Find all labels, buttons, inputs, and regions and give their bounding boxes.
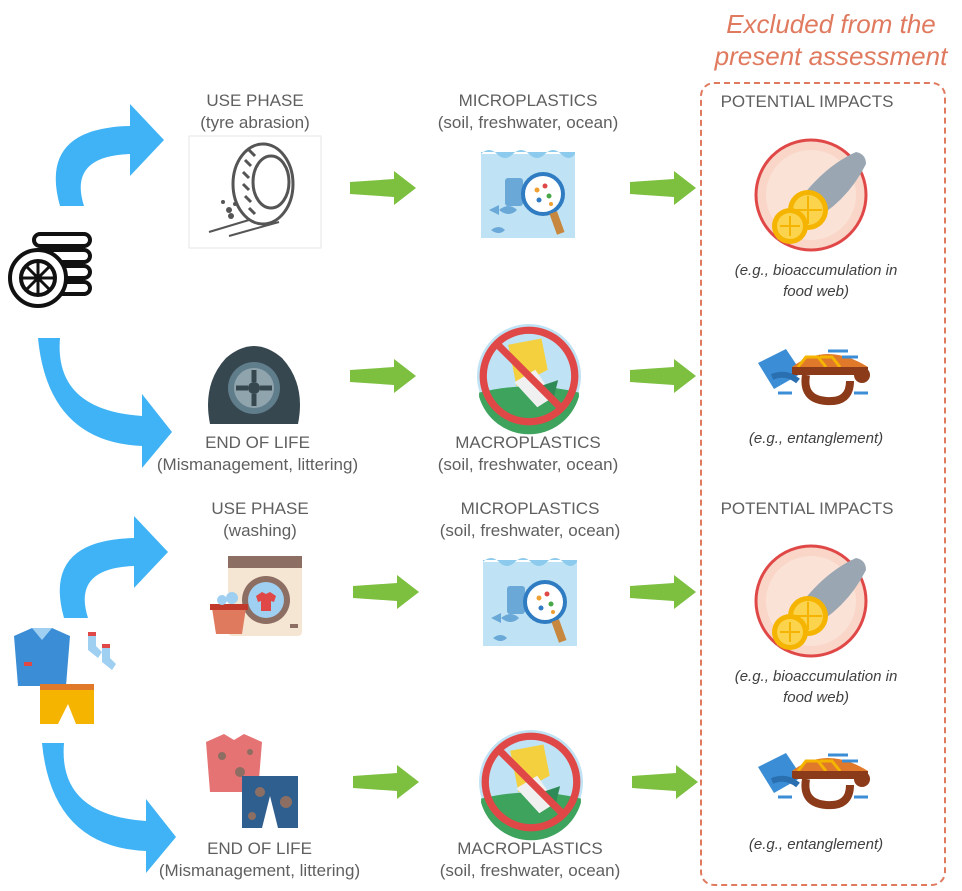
textile-bioaccumulation-line-2: food web) xyxy=(783,689,849,706)
textile-end-of-life-subtitle: (Mismanagement, littering) xyxy=(158,861,361,880)
textile-bioaccumulation-note: (e.g., bioaccumulation in food web) xyxy=(706,666,926,708)
tyre-micro-title: MICROPLASTICS xyxy=(458,91,598,110)
textile-use-phase-title: USE PHASE xyxy=(211,499,309,518)
tyre-end-of-life-title: END OF LIFE xyxy=(205,433,310,452)
dirty-clothes-icon xyxy=(206,734,298,828)
tyre-end-of-life-label: END OF LIFE (Mismanagement, littering) xyxy=(135,432,380,476)
tyre-arrow-eol-to-macro xyxy=(350,359,416,393)
tyre-use-phase-title: USE PHASE xyxy=(206,91,304,110)
blue-arrow-up-textiles xyxy=(59,516,168,618)
textile-use-phase-subtitle: (washing) xyxy=(223,521,297,540)
tyre-macroplastics-icon xyxy=(477,324,581,428)
textile-bioaccumulation-line-1: (e.g., bioaccumulation in xyxy=(734,668,898,685)
excluded-line-2: present assessment xyxy=(714,41,948,71)
textile-arrow-micro-to-impact xyxy=(630,575,696,609)
textile-end-of-life-title: END OF LIFE xyxy=(207,839,312,858)
textile-macro-title: MACROPLASTICS xyxy=(457,839,603,858)
flat-tyre-icon xyxy=(208,346,300,424)
tyre-fish-bioaccumulation-icon xyxy=(754,138,868,252)
excluded-line-1: Excluded from the xyxy=(726,9,936,39)
tyre-use-phase-label: USE PHASE (tyre abrasion) xyxy=(155,90,355,134)
tyre-stack-icon xyxy=(8,232,92,308)
blue-arrow-down-tyres xyxy=(38,338,172,468)
washing-machine-icon xyxy=(210,556,302,636)
textile-arrow-macro-to-impact xyxy=(632,765,698,799)
textile-micro-label: MICROPLASTICS (soil, freshwater, ocean) xyxy=(420,498,640,542)
tyre-microplastics-water-icon xyxy=(479,148,577,240)
tyre-end-of-life-subtitle: (Mismanagement, littering) xyxy=(156,455,359,474)
excluded-heading: Excluded from the present assessment xyxy=(700,8,962,72)
textile-turtle-entanglement-icon xyxy=(758,740,870,814)
textile-macro-subtitle: (soil, freshwater, ocean) xyxy=(439,861,621,880)
textile-arrow-eol-to-macro xyxy=(353,765,419,799)
textile-arrow-use-to-micro xyxy=(353,575,419,609)
textile-microplastics-water-icon xyxy=(481,556,579,648)
tyre-use-phase-subtitle: (tyre abrasion) xyxy=(200,113,310,132)
textile-micro-subtitle: (soil, freshwater, ocean) xyxy=(439,521,621,540)
tyre-arrow-macro-to-impact xyxy=(630,359,696,393)
tyre-arrow-micro-to-impact xyxy=(630,171,696,205)
textile-macro-label: MACROPLASTICS (soil, freshwater, ocean) xyxy=(420,838,640,882)
textile-macroplastics-icon xyxy=(479,730,583,834)
tyre-bioaccumulation-line-1: (e.g., bioaccumulation in xyxy=(734,262,898,279)
tyre-macro-subtitle: (soil, freshwater, ocean) xyxy=(437,455,619,474)
textile-use-phase-label: USE PHASE (washing) xyxy=(160,498,360,542)
textile-impacts-title: POTENTIAL IMPACTS xyxy=(720,499,894,518)
tyre-micro-label: MICROPLASTICS (soil, freshwater, ocean) xyxy=(418,90,638,134)
textile-micro-title: MICROPLASTICS xyxy=(460,499,600,518)
tyre-micro-subtitle: (soil, freshwater, ocean) xyxy=(437,113,619,132)
textile-end-of-life-label: END OF LIFE (Mismanagement, littering) xyxy=(137,838,382,882)
tyre-macro-title: MACROPLASTICS xyxy=(455,433,601,452)
tyre-turtle-entanglement-icon xyxy=(758,336,870,410)
blue-arrow-up-tyres xyxy=(55,104,164,206)
blue-arrow-down-textiles xyxy=(42,743,176,873)
tyre-entanglement-note: (e.g., entanglement) xyxy=(748,430,884,447)
tyre-abrasion-icon xyxy=(188,135,322,249)
tyre-impacts-title: POTENTIAL IMPACTS xyxy=(720,92,894,111)
excluded-dashed-box xyxy=(700,82,946,886)
clothes-icon xyxy=(14,628,116,724)
tyre-bioaccumulation-line-2: food web) xyxy=(783,283,849,300)
tyre-arrow-use-to-micro xyxy=(350,171,416,205)
textile-fish-bioaccumulation-icon xyxy=(754,544,868,658)
textile-entanglement-note: (e.g., entanglement) xyxy=(748,836,884,853)
tyre-macro-label: MACROPLASTICS (soil, freshwater, ocean) xyxy=(418,432,638,476)
tyre-bioaccumulation-note: (e.g., bioaccumulation in food web) xyxy=(706,260,926,302)
